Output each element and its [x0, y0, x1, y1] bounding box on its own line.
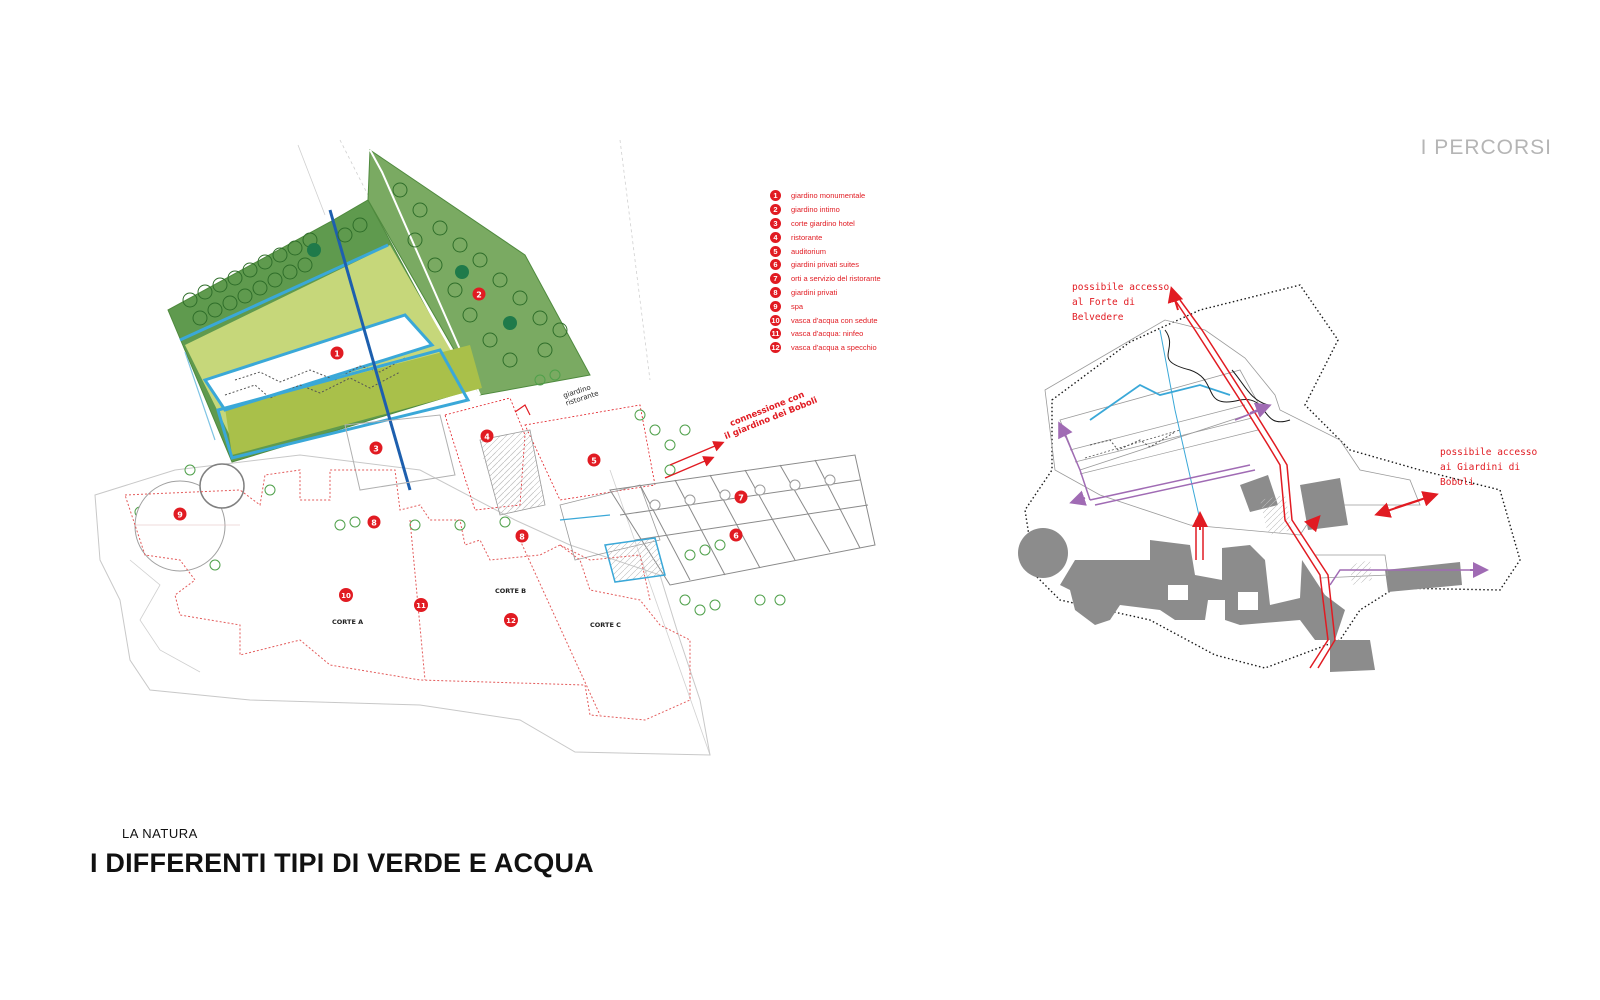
legend-number-badge: 9 [770, 300, 781, 312]
legend-number-badge: 4 [770, 231, 781, 243]
legend-label: orti a servizio del ristorante [791, 274, 881, 284]
marker-12: 12 [504, 613, 518, 627]
legend-label: vasca d'acqua: ninfeo [791, 329, 864, 339]
legend-number-badge: 11 [770, 328, 781, 340]
label-corte-c: CORTE C [590, 621, 621, 629]
legend-item: 5 auditorium [770, 244, 970, 258]
legend-item: 8 giardini privati [770, 286, 970, 300]
legend-number-badge: 7 [770, 273, 781, 285]
legend-number-badge: 10 [770, 314, 781, 326]
marker-5: 5 [587, 453, 601, 467]
svg-text:7: 7 [738, 494, 744, 503]
page-title: I DIFFERENTI TIPI DI VERDE E ACQUA [90, 848, 594, 878]
svg-text:12: 12 [506, 617, 516, 625]
marker-11: 11 [414, 598, 428, 612]
legend-label: corte giardino hotel [791, 218, 855, 228]
legend-label: spa [791, 301, 804, 311]
legend-number-badge: 5 [770, 245, 781, 257]
legend-item: 10 vasca d'acqua con sedute [770, 313, 970, 327]
svg-text:3: 3 [373, 445, 379, 454]
marker-4: 4 [480, 429, 494, 443]
legend-item: 2 giardino intimo [770, 203, 970, 217]
legend-item: 6 giardini privati suites [770, 258, 970, 272]
svg-text:8: 8 [519, 533, 525, 542]
legend-label: giardino monumentale [791, 191, 866, 201]
access-note-forte: possibile accesso al Forte di Belvedere [1072, 282, 1170, 323]
legend-label: giardini privati suites [791, 260, 859, 270]
legend-number-badge: 3 [770, 217, 781, 229]
legend-number-badge: 8 [770, 286, 781, 298]
legend-number-badge: 12 [770, 342, 781, 354]
svg-text:11: 11 [416, 602, 426, 610]
marker-1: 1 [330, 346, 344, 360]
legend-item: 4 ristorante [770, 230, 970, 244]
legend-label: giardini privati [791, 287, 838, 297]
plan-markers: 1 2 3 4 5 6 7 8 8 9 10 11 12 [173, 287, 748, 627]
legend-item: 3 corte giardino hotel [770, 217, 970, 231]
svg-text:4: 4 [484, 433, 490, 442]
legend-item: 7 orti a servizio del ristorante [770, 272, 970, 286]
access-note-boboli: possibile accesso ai Giardini di Boboli [1440, 447, 1538, 488]
marker-7: 7 [734, 490, 748, 504]
marker-3: 3 [369, 441, 383, 455]
marker-8b: 8 [515, 529, 529, 543]
svg-text:1: 1 [334, 350, 340, 359]
legend-item: 12 vasca d'acqua a specchio [770, 341, 970, 355]
legend-item: 1 giardino monumentale [770, 189, 970, 203]
site-plan-left [94, 139, 876, 756]
legend: 1 giardino monumentale 2 giardino intimo 3 co… [770, 189, 970, 355]
legend-number-badge: 2 [770, 204, 781, 216]
svg-text:10: 10 [341, 592, 351, 600]
legend-label: vasca d'acqua a specchio [791, 343, 877, 353]
legend-label: ristorante [791, 232, 823, 242]
marker-10: 10 [339, 588, 353, 602]
legend-label: vasca d'acqua con sedute [791, 315, 878, 325]
legend-label: auditorium [791, 246, 827, 256]
label-corte-b: CORTE B [495, 587, 526, 595]
routes-panel-title: I PERCORSI [1420, 136, 1552, 159]
page-subtitle: LA NATURA [122, 826, 198, 841]
legend-number-badge: 1 [770, 190, 781, 202]
label-corte-a: CORTE A [332, 618, 363, 626]
legend-item: 11 vasca d'acqua: ninfeo [770, 327, 970, 341]
marker-9: 9 [173, 507, 187, 521]
legend-number-badge: 6 [770, 259, 781, 271]
svg-text:8: 8 [371, 519, 377, 528]
routes-plan-right [1018, 284, 1521, 672]
marker-6: 6 [729, 528, 743, 542]
legend-label: giardino intimo [791, 205, 840, 215]
svg-text:2: 2 [476, 291, 482, 300]
svg-text:6: 6 [733, 532, 739, 541]
marker-8a: 8 [367, 515, 381, 529]
marker-2: 2 [472, 287, 486, 301]
svg-text:9: 9 [177, 511, 183, 520]
legend-item: 9 spa [770, 299, 970, 313]
svg-text:5: 5 [591, 457, 597, 466]
